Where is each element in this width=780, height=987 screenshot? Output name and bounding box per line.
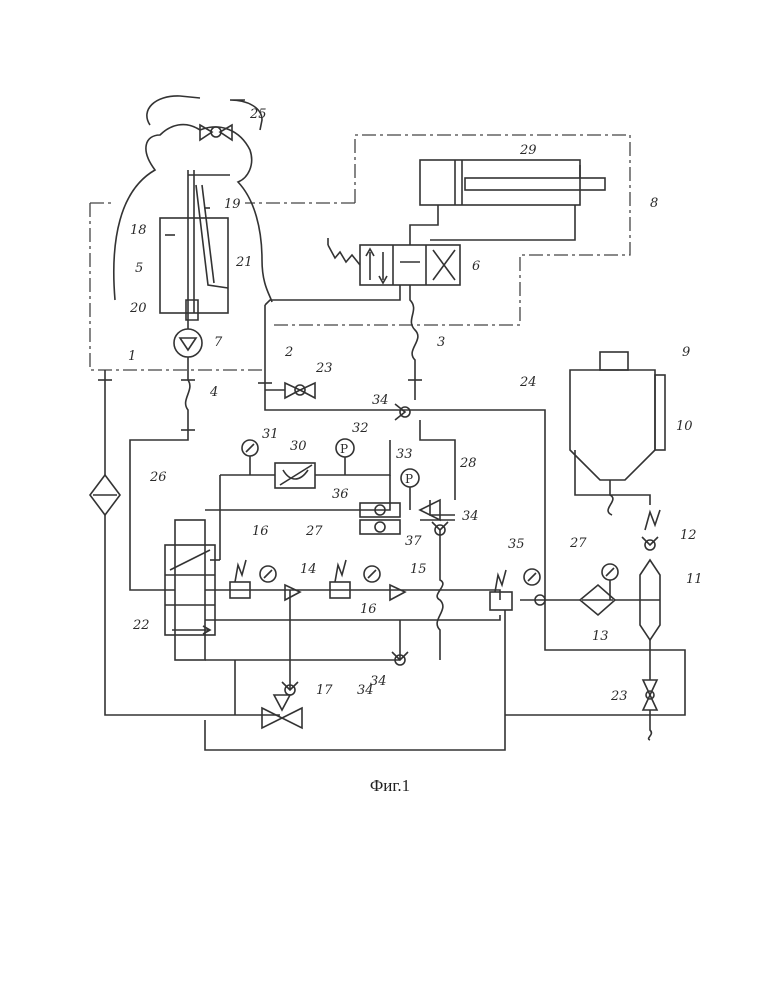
label-12: 12 (680, 528, 697, 543)
label-26: 26 (149, 470, 167, 485)
label-23b: 23 (610, 689, 628, 704)
label-18: 18 (130, 223, 147, 238)
label-37: 37 (405, 534, 422, 549)
label-16b: 16 (360, 602, 377, 617)
label-20: 20 (129, 301, 147, 316)
label-7: 7 (214, 335, 223, 350)
directional-valve-6 (328, 238, 460, 285)
label-14: 14 (300, 562, 317, 577)
label-34b: 34 (462, 509, 479, 524)
throttle-23-right (643, 680, 657, 740)
label-31: 31 (262, 427, 279, 442)
svg-text:P: P (405, 472, 413, 486)
label-21: 21 (235, 255, 253, 270)
label-23a: 23 (315, 361, 333, 376)
label-4: 4 (209, 385, 218, 400)
label-5: 5 (135, 261, 143, 276)
reference-labels: 1 2 3 4 5 6 7 8 9 10 11 12 13 14 15 16 1… (128, 107, 703, 704)
label-16a: 16 (252, 524, 269, 539)
label-22: 22 (132, 618, 150, 633)
filter-26 (90, 475, 120, 515)
label-35: 35 (508, 537, 525, 552)
label-33: 33 (396, 447, 413, 462)
svg-text:P: P (340, 442, 348, 456)
label-29: 29 (519, 143, 537, 158)
label-34a: 34 (372, 393, 389, 408)
hydraulic-cylinder-29 (420, 160, 605, 205)
label-10: 10 (676, 419, 693, 434)
accumulator-11 (575, 450, 660, 680)
boom-assembly (114, 96, 272, 320)
label-24: 24 (519, 375, 537, 390)
valve-17 (262, 695, 302, 728)
throttle-25 (200, 125, 232, 140)
label-19: 19 (224, 197, 241, 212)
label-17: 17 (316, 683, 333, 698)
label-8: 8 (650, 196, 658, 211)
label-34d: 34 (370, 674, 387, 689)
tank-9 (570, 352, 665, 515)
label-2: 2 (284, 345, 293, 360)
label-28: 28 (459, 456, 477, 471)
label-30: 30 (290, 439, 307, 454)
label-11: 11 (686, 572, 703, 587)
label-13: 13 (592, 629, 609, 644)
pressure-gauge-33: P (401, 469, 419, 510)
label-36: 36 (332, 487, 349, 502)
figure-caption: Фиг.1 (0, 776, 780, 796)
label-6: 6 (472, 259, 480, 274)
label-27b: 27 (569, 536, 587, 551)
label-1: 1 (128, 349, 136, 364)
check-valves-34 (282, 404, 448, 695)
label-9: 9 (682, 345, 690, 360)
label-25: 25 (249, 107, 267, 122)
label-3: 3 (437, 335, 445, 350)
throttle-23-left (265, 383, 315, 398)
label-32: 32 (352, 421, 369, 436)
pipelines (98, 305, 685, 750)
label-15: 15 (410, 562, 427, 577)
label-27a: 27 (305, 524, 323, 539)
throttle-36-37 (360, 503, 400, 534)
